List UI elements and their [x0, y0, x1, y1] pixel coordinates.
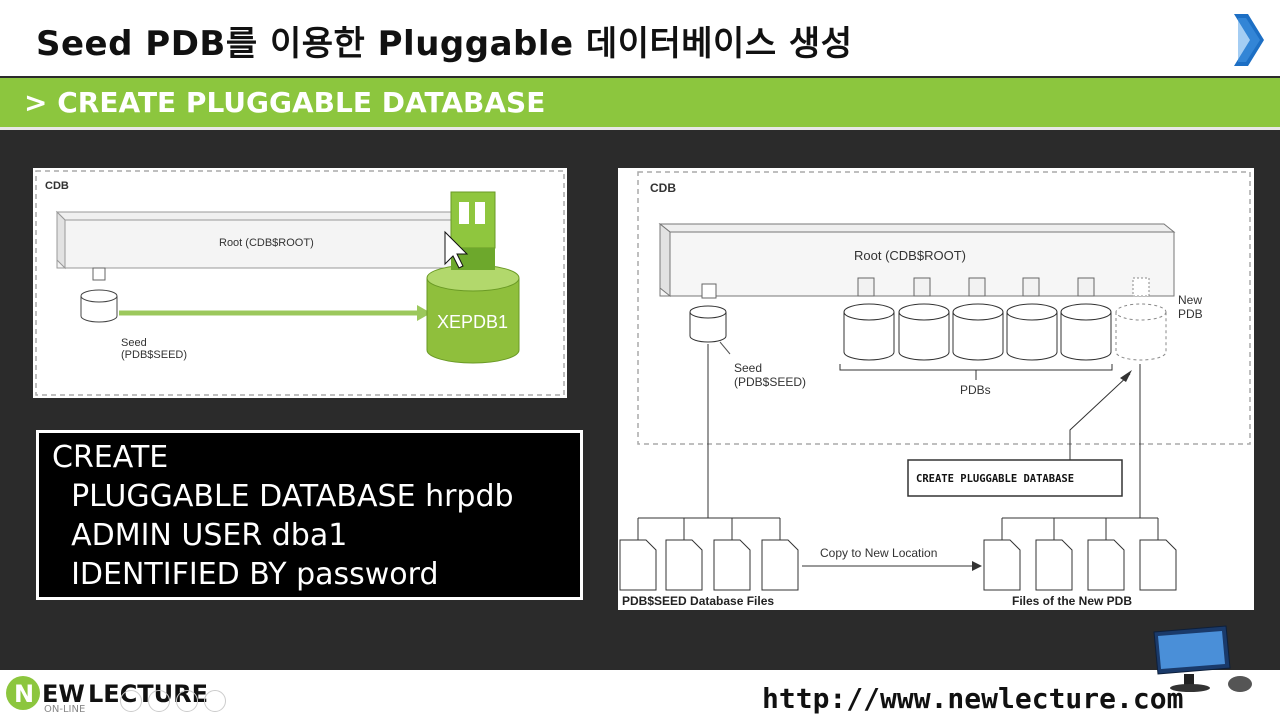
command-label: CREATE PLUGGABLE DATABASE	[916, 473, 1074, 485]
file-icon	[619, 539, 1177, 591]
usb-plug-icon	[92, 267, 106, 281]
chevron-right-icon[interactable]	[1230, 10, 1266, 70]
database-icon	[80, 289, 118, 323]
sql-line-1: CREATE	[52, 440, 169, 475]
seed-files-label: PDB$SEED Database Files	[622, 594, 774, 608]
new-pdb-label-1: New	[1178, 293, 1202, 307]
monitor-icon	[1153, 625, 1252, 692]
sql-code-box	[36, 430, 583, 600]
sql-line-2: PLUGGABLE DATABASE hrpdb	[52, 479, 514, 514]
title-bar	[0, 0, 1280, 76]
logo-online: ON-LINE	[44, 704, 86, 715]
right-diagram: CDB Root (CDB$ROOT) Seed (PDB$SEED)	[619, 171, 1251, 608]
player-zoom-button[interactable]	[176, 690, 198, 712]
player-back-button[interactable]	[120, 690, 142, 712]
command-box	[907, 459, 1123, 497]
left-diagram-panel: CDB Root (CDB$ROOT) Seed (PDB$SEED) XEPD…	[33, 168, 567, 398]
database-icon	[689, 305, 727, 343]
left-cdb-label: CDB	[45, 180, 69, 192]
section-subtitle: > CREATE PLUGGABLE DATABASE	[24, 86, 546, 119]
sql-line-4: IDENTIFIED BY password	[52, 557, 439, 592]
right-diagram-panel: CDB Root (CDB$ROOT) Seed (PDB$SEED)	[618, 168, 1254, 610]
player-menu-button[interactable]	[148, 690, 170, 712]
right-root-label: Root (CDB$ROOT)	[854, 248, 966, 263]
copy-label: Copy to New Location	[820, 546, 937, 560]
left-diagram: CDB Root (CDB$ROOT) Seed (PDB$SEED) XEPD…	[35, 170, 565, 396]
right-seed-label-2: (PDB$SEED)	[734, 375, 806, 389]
left-seed-label-1: Seed	[121, 337, 147, 349]
left-seed-label-2: (PDB$SEED)	[121, 349, 187, 361]
new-files-label: Files of the New PDB	[1012, 594, 1132, 608]
subtitle-bar	[0, 78, 1280, 128]
page-title: Seed PDB를 이용한 Pluggable 데이터베이스 생성	[36, 24, 853, 64]
left-root-label: Root (CDB$ROOT)	[219, 237, 314, 249]
cursor-icon	[444, 230, 469, 269]
subtitle-divider	[0, 127, 1280, 130]
pdb-database-icons	[843, 277, 1112, 361]
xepdb1-label: XEPDB1	[437, 312, 508, 332]
new-pdb-label-2: PDB	[1178, 307, 1203, 321]
player-more-button[interactable]	[204, 690, 226, 712]
site-url[interactable]: http://www.newlecture.com	[762, 682, 1184, 715]
logo-n: N	[14, 680, 35, 708]
pdbs-label: PDBs	[960, 383, 991, 397]
logo-ew: EW	[42, 680, 85, 708]
logo-mark	[6, 676, 40, 710]
right-cdb-label: CDB	[650, 181, 676, 195]
sql-line-3: ADMIN USER dba1	[52, 518, 348, 553]
new-database-icon	[426, 264, 520, 364]
new-pdb-icon	[1115, 277, 1167, 361]
right-seed-label-1: Seed	[734, 361, 762, 375]
